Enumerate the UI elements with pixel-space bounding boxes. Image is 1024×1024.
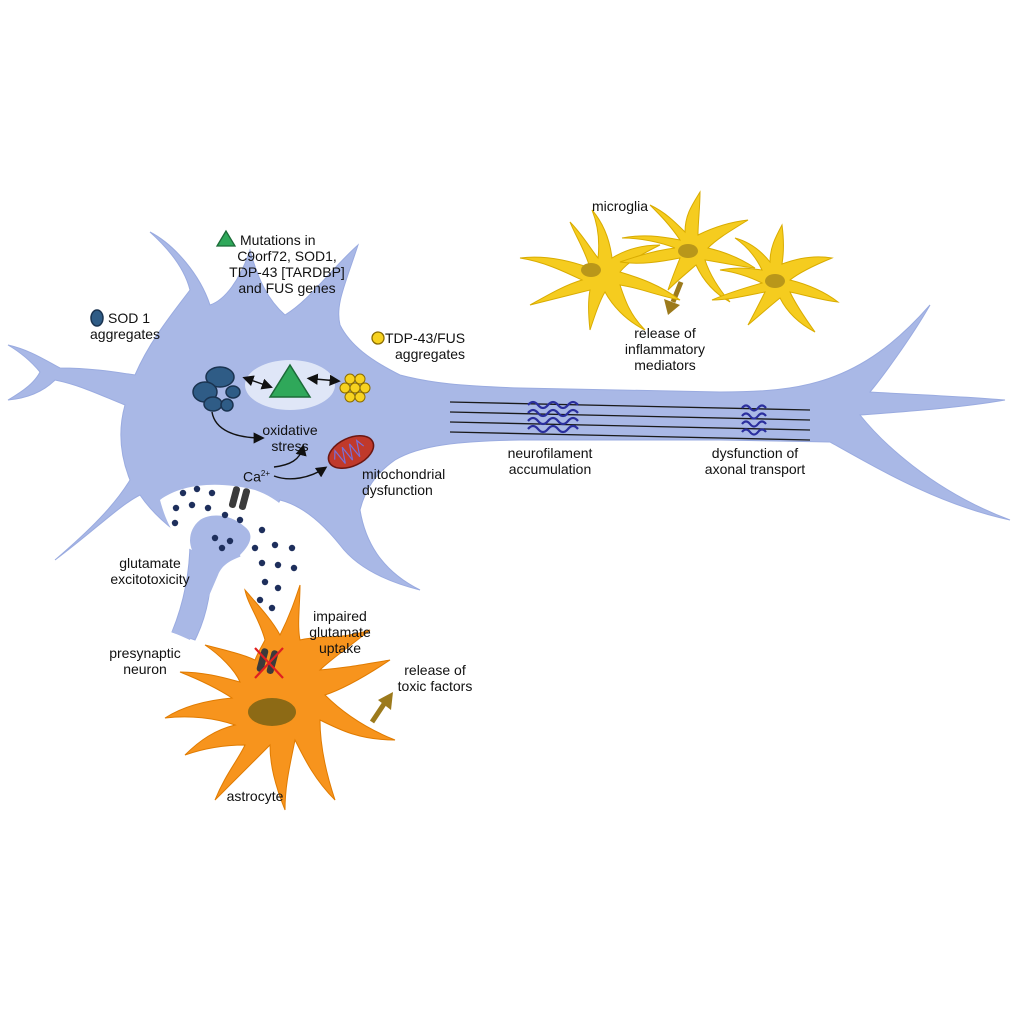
tdp43-aggregate-icon — [339, 373, 371, 403]
sod1-aggregate-icon — [192, 366, 241, 412]
toxic-factors-label: release of toxic factors — [397, 662, 473, 694]
microglia-group — [519, 190, 840, 333]
astrocyte-label: astrocyte — [226, 788, 284, 804]
calcium-channel-icon — [228, 486, 251, 510]
microglia-label: microglia — [591, 198, 648, 214]
sod1-legend-icon — [90, 309, 104, 327]
glutamate-dots — [171, 485, 298, 612]
oxidative-stress-label: oxidative stress — [262, 422, 318, 454]
astrocyte-nucleus — [248, 698, 296, 726]
tdp43-label: TDP-43/FUS aggregates — [385, 330, 466, 362]
calcium-oxidative-arrow — [273, 444, 307, 468]
tdp43-legend-icon — [371, 331, 385, 345]
microglia-nucleus-2 — [678, 244, 698, 258]
calcium-mito-arrow — [273, 466, 328, 480]
neurofilament-label: neurofilament accumulation — [507, 445, 593, 477]
synaptic-cleft — [160, 484, 306, 605]
mutations-label: Mutations in C9orf72, SOD1, TDP-43 [TARD… — [229, 232, 345, 296]
triangle-mutation-icon — [268, 363, 312, 398]
motor-neuron — [7, 231, 1011, 641]
presynaptic-label: presynaptic neuron — [109, 645, 181, 677]
glutamate-label: glutamate excitotoxicity — [110, 555, 190, 587]
axonal-transport-label: dysfunction of axonal transport — [704, 445, 806, 477]
microglia-nucleus-1 — [581, 263, 601, 277]
microglia-nucleus-3 — [765, 274, 785, 288]
blocked-cross-icon — [254, 647, 284, 679]
astrocyte-body — [164, 584, 396, 811]
astrocyte — [164, 584, 396, 811]
neurofilament-icon — [527, 400, 579, 434]
calcium-symbol: Ca — [243, 468, 261, 485]
double-arrow-right — [306, 373, 341, 386]
mitochondrion-icon — [327, 435, 375, 469]
calcium-charge: 2+ — [260, 469, 271, 478]
axonal-transport-filament-icon — [741, 404, 767, 436]
oxidative-arrow — [211, 411, 265, 444]
sod1-label: SOD 1 aggregates — [90, 310, 161, 342]
impaired-uptake-label: impaired glutamate uptake — [309, 608, 371, 656]
mitochondrial-label: mitochondrial dysfunction — [362, 466, 446, 498]
presynaptic-neuron-shape — [172, 514, 258, 640]
toxic-arrow-icon — [369, 692, 393, 724]
neuron-body — [7, 231, 1011, 641]
inflammatory-label: release of inflammatory mediators — [624, 325, 706, 373]
calcium-label: Ca2+ — [243, 466, 273, 485]
mutation-legend-triangle-icon — [215, 229, 237, 247]
double-arrow-left — [242, 375, 273, 390]
